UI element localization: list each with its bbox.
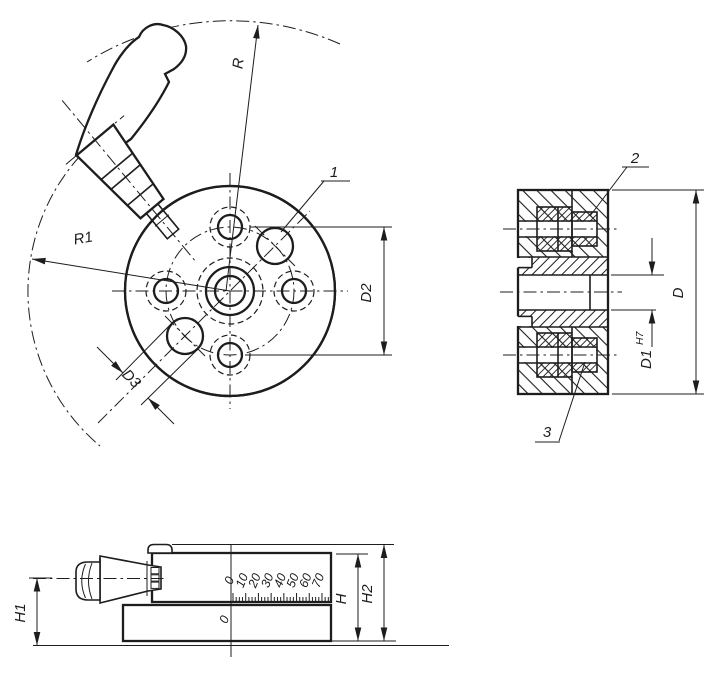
scale-labels: 0 10 20 30 40 50 60 70	[221, 571, 327, 590]
label-dim-d: D	[670, 287, 687, 298]
label-dim-d1-tolerance: H7	[634, 330, 646, 345]
arrowhead	[648, 261, 656, 275]
mounting-holes	[164, 225, 296, 357]
arrowhead	[692, 380, 700, 394]
hub-boss-circle	[204, 265, 256, 317]
arrowhead	[380, 544, 388, 558]
dimension-h: H	[333, 553, 368, 641]
index-hole	[216, 213, 244, 241]
extension-line	[115, 322, 173, 381]
dimension-d: D	[612, 189, 704, 395]
dimension-d2: D2	[245, 226, 392, 356]
joint-notch	[512, 258, 532, 268]
callout-3-label: 3	[543, 424, 552, 441]
dimension-h2: H2	[172, 544, 394, 641]
arrowhead	[253, 24, 262, 39]
index-hole	[280, 277, 308, 305]
arrowhead	[354, 554, 362, 568]
dimension-d1: D1 H7	[611, 238, 664, 369]
arrowhead	[380, 627, 388, 641]
joint-notch	[512, 316, 532, 326]
scale-tick-label: 50	[284, 571, 302, 589]
scale-tick-label: 40	[271, 571, 289, 589]
scale-index-zero: 0	[216, 614, 232, 626]
index-hole-counterbore	[273, 270, 315, 312]
dimension-h1: H1	[12, 577, 52, 646]
mounting-hole	[165, 316, 205, 356]
side-view: 0 10 20 30 40 50 60 70 0	[12, 543, 449, 657]
scale-tick-label: 10	[233, 571, 251, 589]
lever-clamp-cone	[74, 122, 166, 220]
lever-tip-swing-arc	[86, 20, 341, 63]
lever-serration	[150, 574, 160, 582]
scale-tick-label: 60	[296, 571, 314, 589]
mounting-hole	[255, 226, 295, 266]
leader-line	[558, 361, 586, 442]
arrowhead	[648, 310, 656, 324]
section-web-hatch	[518, 310, 608, 327]
lever-serration	[150, 567, 160, 575]
label-dim-d3: D3	[118, 366, 144, 392]
arrowhead	[31, 255, 46, 265]
arrowhead	[380, 341, 388, 355]
label-dim-h2: H2	[359, 584, 376, 604]
label-dim-d1: D1	[638, 350, 655, 369]
cone-joint-line	[100, 152, 134, 181]
callout-1-label: 1	[330, 164, 338, 181]
center-bore-circle	[213, 274, 247, 308]
hole-cross-centerline	[164, 315, 206, 357]
dimension-r1: R1	[31, 229, 231, 292]
index-holes	[145, 206, 315, 376]
lever-grip-side	[99, 555, 162, 605]
scale-tick-label: 30	[258, 571, 276, 589]
cap-contour-line	[81, 563, 86, 599]
callout-1: 1	[280, 164, 350, 233]
hole-cross-centerline	[254, 225, 296, 267]
arrowhead	[380, 227, 388, 241]
leader-line	[589, 166, 628, 217]
scale-ruler	[232, 593, 329, 602]
label-dim-d2: D2	[358, 283, 375, 303]
lever-serration	[150, 581, 160, 589]
front-view: R R1 D2 D3	[27, 20, 392, 447]
scale-tick-label: 0	[221, 575, 237, 587]
dial-ring	[150, 551, 333, 604]
index-hole	[216, 341, 244, 369]
clamping-lever-side	[33, 555, 166, 605]
section-view: D D1 H7 2 3	[500, 150, 704, 443]
lever-pivot-centerline	[65, 115, 125, 165]
index-hole	[152, 277, 180, 305]
callout-2-label: 2	[630, 150, 640, 167]
clamping-lever-front	[61, 23, 197, 263]
leader-line	[280, 180, 325, 233]
cap-contour-line	[88, 562, 93, 600]
label-dim-h: H	[333, 593, 350, 604]
arrowhead	[33, 632, 41, 646]
arrowhead	[692, 190, 700, 204]
callout-3: 3	[535, 361, 586, 443]
scale-tick-label: 70	[309, 571, 327, 589]
lever-stud-step-line	[154, 214, 170, 227]
arrowhead	[33, 578, 41, 592]
dimension-r: R	[225, 24, 262, 292]
label-radius-r: R	[229, 57, 247, 70]
diagonal-centerline	[97, 210, 311, 424]
scale-tick-label: 20	[245, 571, 264, 590]
arrowhead	[354, 627, 362, 641]
extension-line	[140, 348, 199, 406]
clamp-swing-arc	[27, 155, 101, 447]
dimension-line	[31, 258, 231, 292]
base-body	[121, 603, 333, 643]
section-web-hatch	[518, 257, 608, 275]
label-radius-r1: R1	[72, 229, 94, 249]
dimension-line	[225, 24, 259, 292]
index-hole-counterbore	[145, 270, 187, 312]
callout-2: 2	[589, 150, 649, 217]
bolt-circle	[165, 226, 295, 356]
lever-axis-centerline	[61, 100, 197, 263]
label-dim-h1: H1	[12, 603, 29, 622]
lever-boss	[147, 543, 173, 554]
